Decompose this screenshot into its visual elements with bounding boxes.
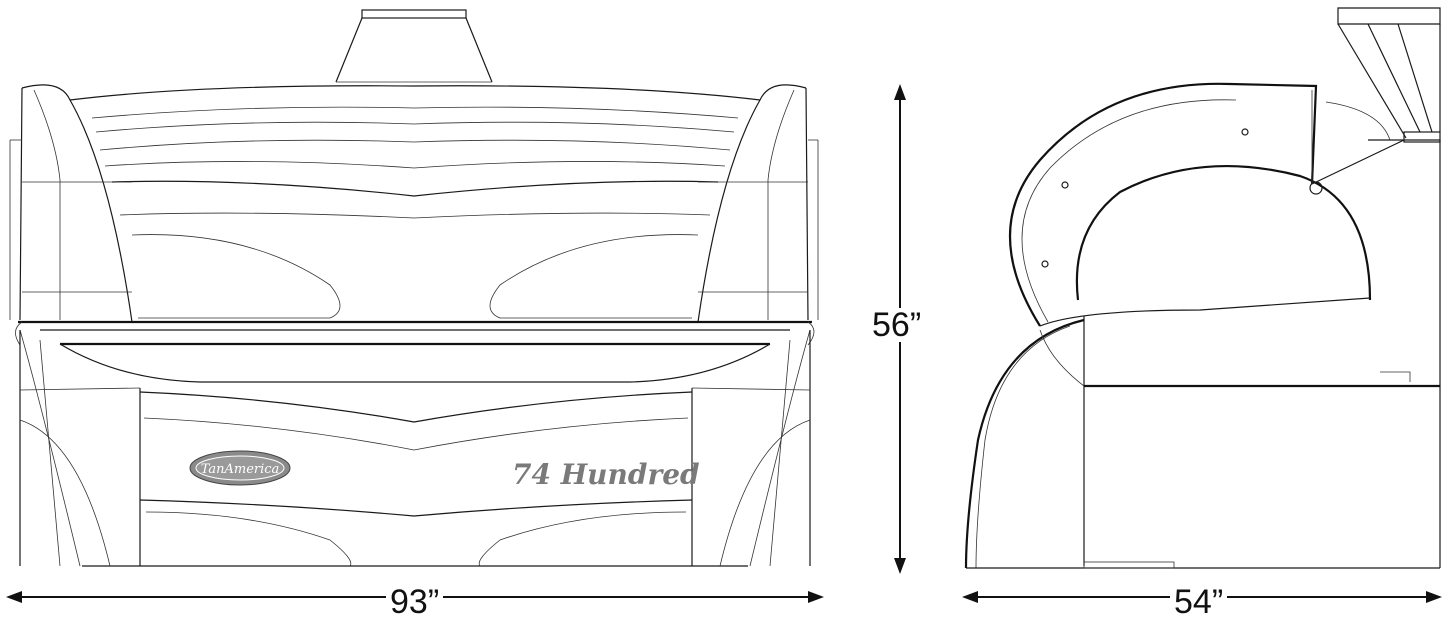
- model-name: 74 Hundred: [512, 458, 700, 491]
- side-base: [964, 297, 1441, 569]
- top-vent: [335, 9, 493, 83]
- logo: TanAmerica: [189, 450, 291, 486]
- height-label: 56”: [872, 306, 922, 344]
- logo-text: TanAmerica: [201, 462, 280, 477]
- width-label: 93”: [386, 585, 444, 619]
- side-canopy: [1008, 82, 1405, 327]
- side-cabinet: [1368, 139, 1441, 387]
- canopy-rim: [15, 320, 815, 383]
- depth-label: 54”: [1170, 585, 1228, 619]
- base: [19, 329, 811, 567]
- front-view: TanAmerica 74 Hundred: [9, 9, 819, 567]
- side-view: [964, 7, 1441, 569]
- side-vent: [1325, 7, 1441, 143]
- canopy: [9, 84, 819, 323]
